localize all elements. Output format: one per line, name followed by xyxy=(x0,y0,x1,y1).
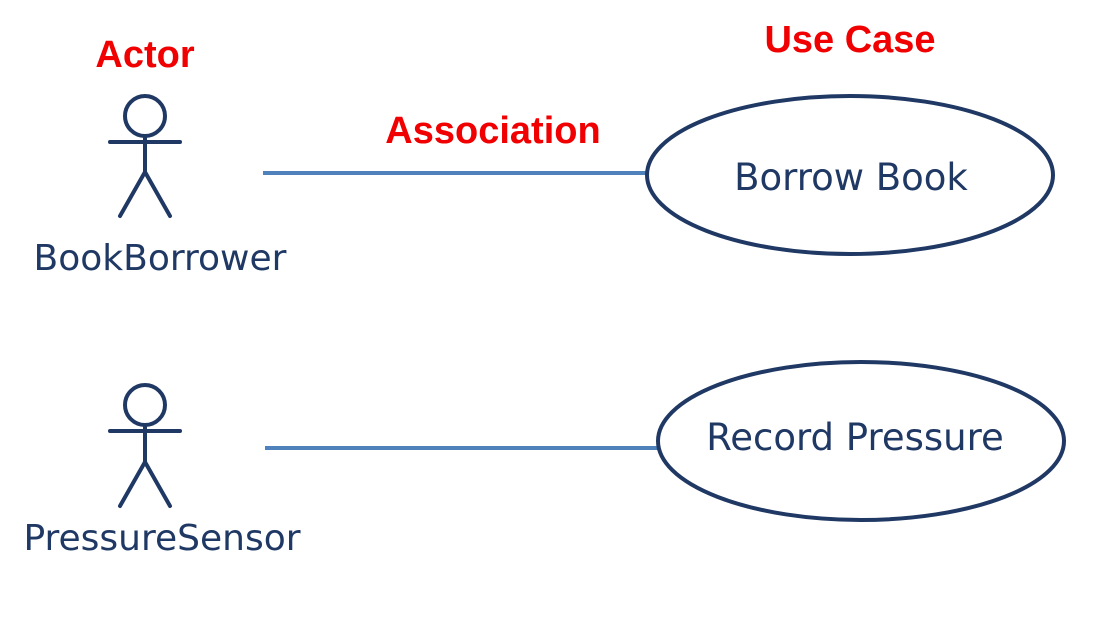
actor-annotation-label: Actor xyxy=(95,34,194,76)
actor-bookborrower: BookBorrower xyxy=(34,94,287,279)
use-case-ellipse xyxy=(645,94,1055,256)
use-case-borrow-book: Borrow Book xyxy=(645,94,1055,256)
actor-stick-figure-icon xyxy=(108,383,182,508)
use-case-record-pressure: Record Pressure xyxy=(656,360,1066,522)
actor-stick-figure-icon xyxy=(108,94,182,218)
actor-name-label: BookBorrower xyxy=(34,238,287,279)
actor-name-label: PressureSensor xyxy=(23,518,300,559)
association-annotation-label: Association xyxy=(385,110,600,152)
use-case-label: Borrow Book xyxy=(734,156,968,199)
actor-pressuresensor: PressureSensor xyxy=(23,383,301,559)
use-case-ellipse xyxy=(656,360,1066,522)
use-case-annotation-label: Use Case xyxy=(764,19,935,61)
use-case-label: Record Pressure xyxy=(706,416,1004,459)
